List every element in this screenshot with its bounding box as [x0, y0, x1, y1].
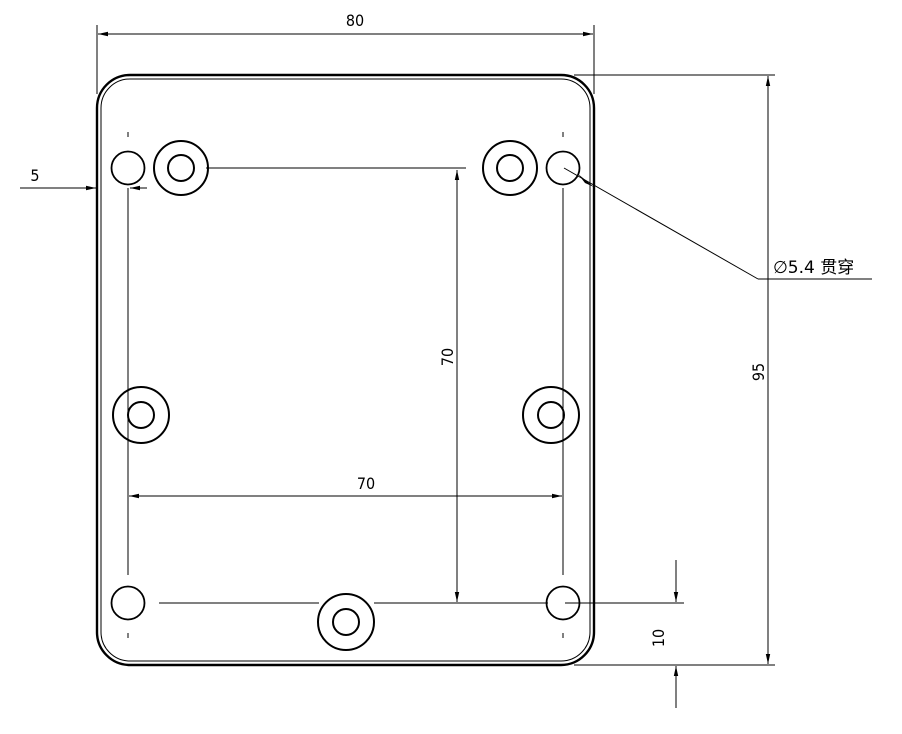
counterbore-hole-middle-left [112, 386, 170, 444]
vertical-spacing-label: 70 [438, 348, 457, 366]
hole-callout-leader [563, 167, 759, 280]
hole-callout-label: ∅5.4 贯穿 [773, 258, 854, 278]
width-dimension-label: 80 [346, 11, 364, 30]
through-hole-top-right [545, 150, 581, 186]
counterbore-hole-bottom-center [317, 593, 375, 651]
hole-callout-arrow [578, 174, 594, 187]
counterbore-hole-middle-right [522, 386, 580, 444]
horizontal-spacing-label: 70 [357, 474, 375, 493]
counterbore-hole-top-left [153, 140, 209, 196]
bottom-offset-label: 10 [649, 629, 668, 647]
through-hole-top-left [110, 150, 146, 186]
through-hole-bottom-left [110, 585, 146, 621]
height-dimension-label: 95 [749, 363, 768, 381]
counterbore-hole-top-right [482, 140, 538, 196]
plate-inner-edge [100, 78, 591, 662]
edge-offset-label: 5 [30, 166, 39, 185]
plate-outline [95, 73, 596, 667]
